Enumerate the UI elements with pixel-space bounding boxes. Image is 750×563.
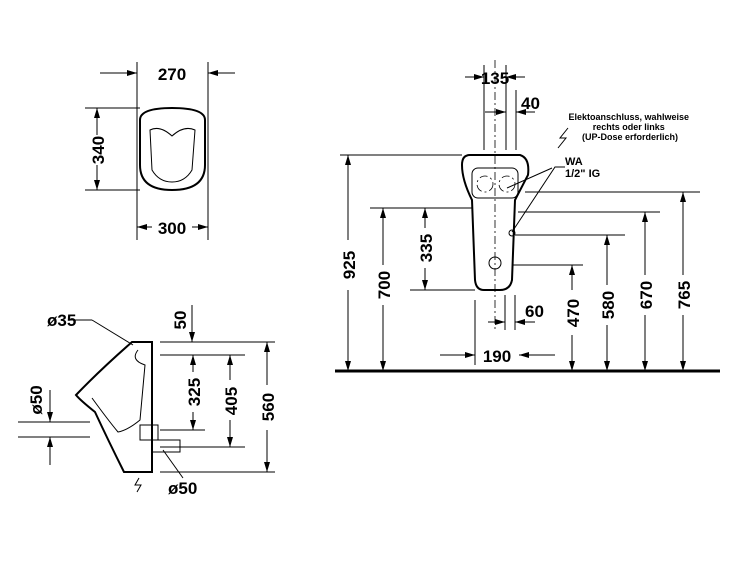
dim-340: 340 — [89, 136, 108, 164]
dim-dia35: ø35 — [47, 311, 76, 330]
electric-symbol-icon — [134, 477, 142, 493]
top-view: 270 340 300 — [85, 62, 235, 240]
dim-925: 925 — [340, 251, 359, 279]
dim-dia50-outlet: ø50 — [168, 479, 197, 498]
dim-50: 50 — [171, 311, 190, 330]
dim-60: 60 — [525, 302, 544, 321]
dim-325: 325 — [185, 378, 204, 406]
side-view: ø35 50 325 405 560 ø50 ø50 — [18, 305, 278, 498]
dim-405: 405 — [222, 387, 241, 415]
dim-670: 670 — [637, 281, 656, 309]
dim-580: 580 — [599, 291, 618, 319]
dim-40: 40 — [521, 94, 540, 113]
front-view: 135 40 Elektoanschluss, wahlweise rechts… — [335, 60, 720, 373]
bowl-top-outline — [139, 106, 206, 192]
dim-470: 470 — [564, 299, 583, 327]
dim-270: 270 — [158, 65, 186, 84]
dim-335: 335 — [417, 234, 436, 262]
dim-560: 560 — [259, 393, 278, 421]
dim-190: 190 — [483, 347, 511, 366]
dim-700: 700 — [375, 271, 394, 299]
dim-765: 765 — [675, 281, 694, 309]
water-note: WA 1/2" IG — [565, 156, 600, 180]
dim-dia50-left: ø50 — [27, 385, 46, 414]
electrical-note: Elektoanschluss, wahlweise rechts oder l… — [568, 112, 691, 142]
dim-300: 300 — [158, 219, 186, 238]
electric-symbol-icon — [557, 127, 569, 149]
urinal-front-outline — [460, 154, 530, 291]
urinal-side-outline — [74, 341, 153, 473]
dim-135: 135 — [481, 69, 509, 88]
